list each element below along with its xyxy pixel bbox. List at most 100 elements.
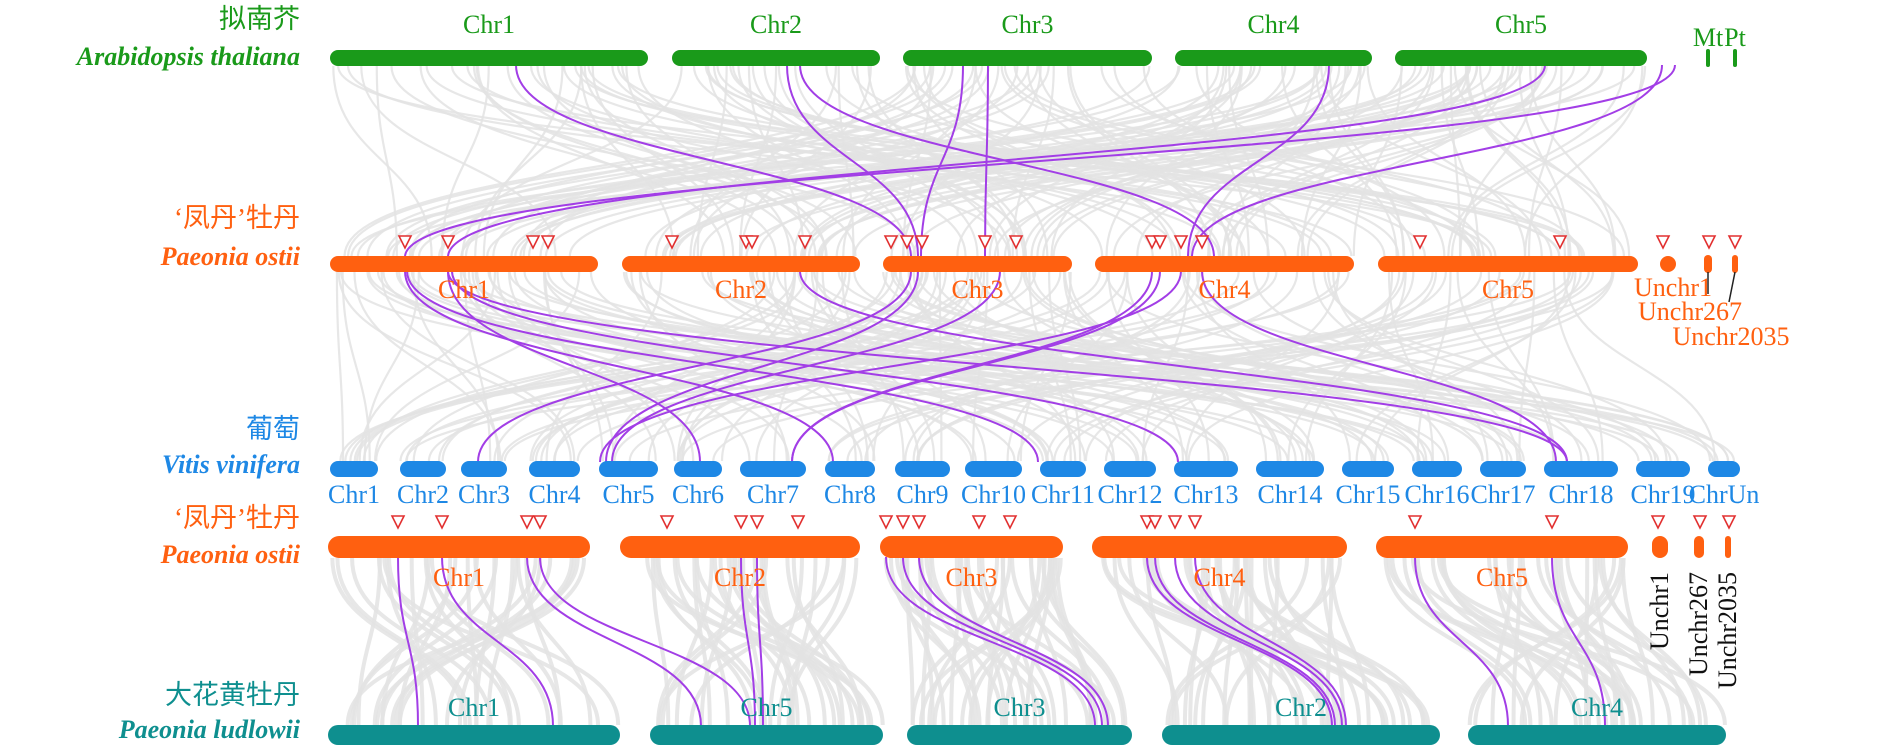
chromosome-label-ostii_top-chr4: Chr4 bbox=[1199, 275, 1251, 304]
background-link bbox=[1402, 557, 1533, 726]
chromosome-label-vitis-chr6: Chr6 bbox=[672, 480, 724, 509]
background-link bbox=[737, 557, 865, 726]
gene-marker bbox=[1152, 235, 1168, 250]
background-link bbox=[755, 271, 977, 462]
chromosome-label-arabidopsis-chr1: Chr1 bbox=[463, 10, 515, 39]
chromosome-label-vitis-chr13: Chr13 bbox=[1174, 480, 1239, 509]
highlight-link bbox=[756, 556, 764, 727]
chromosome-bar-ostii_top-chr4 bbox=[1095, 256, 1354, 272]
chromosome-label-vitis-chr18: Chr18 bbox=[1549, 480, 1614, 509]
background-link bbox=[519, 65, 1353, 257]
gene-marker bbox=[1655, 235, 1671, 250]
background-link bbox=[675, 557, 871, 726]
background-link bbox=[712, 271, 1615, 462]
chromosome-bar-vitis-chr13 bbox=[1174, 461, 1238, 477]
chromosome-bar-vitis-chr15 bbox=[1342, 461, 1394, 477]
highlight-link bbox=[515, 64, 912, 258]
background-link bbox=[1010, 557, 1111, 726]
background-link bbox=[1490, 557, 1514, 726]
background-link bbox=[905, 557, 915, 726]
background-link bbox=[912, 271, 1077, 462]
background-link bbox=[356, 557, 382, 726]
background-link bbox=[738, 65, 778, 257]
background-link bbox=[1555, 557, 1635, 726]
chromosome-bar-ludlowii-chr3 bbox=[907, 725, 1132, 745]
background-link bbox=[692, 557, 712, 726]
background-link bbox=[536, 65, 1011, 257]
chromosome-bar-ostii_top-unchr1 bbox=[1660, 256, 1676, 272]
gene-marker bbox=[971, 515, 987, 530]
background-link bbox=[1182, 557, 1211, 726]
chromosome-label-arabidopsis-chr4: Chr4 bbox=[1248, 10, 1300, 39]
gene-marker bbox=[1727, 235, 1743, 250]
chromosome-label-vitis-chr9: Chr9 bbox=[897, 480, 949, 509]
background-link bbox=[1127, 557, 1229, 726]
background-link bbox=[1222, 65, 1347, 257]
gene-marker bbox=[1412, 235, 1428, 250]
chromosome-label-ostii_bottom-chr1: Chr1 bbox=[433, 563, 485, 592]
background-link bbox=[1439, 557, 1601, 726]
highlight-link bbox=[918, 556, 1109, 727]
background-link bbox=[337, 271, 572, 462]
background-link bbox=[971, 271, 989, 462]
chromosome-label-vitis-chr19: Chr19 bbox=[1631, 480, 1696, 509]
background-link bbox=[412, 271, 776, 462]
background-link bbox=[482, 65, 564, 257]
background-link bbox=[576, 271, 1341, 462]
chromosome-label-vitis-chr11: Chr11 bbox=[1031, 480, 1095, 509]
background-link bbox=[474, 65, 583, 257]
background-link bbox=[1045, 271, 1401, 462]
background-link bbox=[560, 271, 1714, 462]
background-link bbox=[408, 65, 932, 257]
background-link bbox=[720, 271, 939, 462]
gene-marker bbox=[434, 515, 450, 530]
gene-marker bbox=[532, 515, 548, 530]
chromosome-bar-arabidopsis-chr5 bbox=[1395, 50, 1647, 66]
gene-marker bbox=[749, 515, 765, 530]
background-link bbox=[375, 65, 398, 257]
background-link bbox=[988, 65, 1225, 257]
background-link bbox=[1050, 65, 1228, 257]
background-link bbox=[1224, 557, 1331, 726]
background-link bbox=[1536, 557, 1693, 726]
highlight-link bbox=[1201, 270, 1557, 463]
background-link bbox=[1518, 65, 1570, 257]
background-link bbox=[553, 271, 928, 462]
background-link bbox=[1355, 271, 1577, 462]
highlight-link bbox=[605, 270, 919, 463]
chromosome-bar-ostii_top-chr3 bbox=[883, 256, 1072, 272]
background-link bbox=[330, 557, 468, 726]
background-link bbox=[621, 65, 1154, 257]
background-link bbox=[360, 65, 557, 257]
chromosome-label-vitis-chr7: Chr7 bbox=[747, 480, 799, 509]
gene-marker bbox=[1721, 515, 1737, 530]
background-link bbox=[706, 65, 1476, 257]
chromosome-bar-ostii_top-chr1 bbox=[330, 256, 598, 272]
chromosome-bar-ostii_bottom-unchr1 bbox=[1652, 536, 1668, 558]
gene-marker bbox=[899, 235, 915, 250]
background-link bbox=[964, 557, 1007, 726]
highlight-link bbox=[799, 270, 1568, 463]
background-link bbox=[656, 557, 754, 726]
background-link bbox=[674, 557, 714, 726]
chromosome-bar-vitis-chr3 bbox=[461, 461, 507, 477]
chromosome-bar-arabidopsis-chr2 bbox=[672, 50, 880, 66]
background-link bbox=[409, 557, 425, 726]
background-link bbox=[827, 271, 1595, 462]
background-link bbox=[1201, 271, 1509, 462]
background-link bbox=[920, 557, 933, 726]
gene-marker bbox=[1552, 235, 1568, 250]
background-link bbox=[712, 557, 812, 726]
background-link bbox=[350, 557, 493, 726]
highlight-link bbox=[447, 270, 701, 463]
chromosome-label-ostii_top-chr1: Chr1 bbox=[438, 275, 490, 304]
background-link bbox=[1558, 557, 1625, 726]
chromosome-label-ostii_bottom-chr4: Chr4 bbox=[1194, 563, 1246, 592]
background-link bbox=[1228, 65, 1269, 257]
highlight-link bbox=[406, 270, 1039, 463]
background-link bbox=[761, 557, 800, 726]
gene-marker bbox=[1002, 515, 1018, 530]
background-link bbox=[376, 557, 512, 726]
gene-marker bbox=[1544, 515, 1560, 530]
